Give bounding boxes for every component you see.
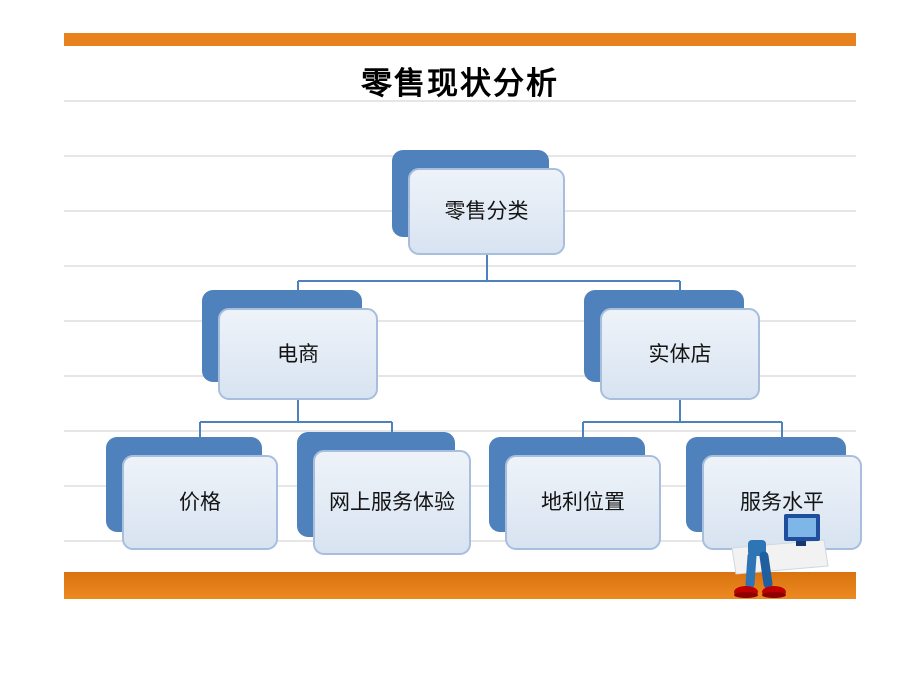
node-online-service-experience: 网上服务体验: [297, 432, 471, 555]
gridline: [64, 375, 856, 377]
bottom-accent-bar: [64, 572, 856, 599]
node-price: 价格: [106, 437, 278, 550]
node-location: 地利位置: [489, 437, 661, 550]
node-label: 地利位置: [505, 455, 661, 550]
node-label: 零售分类: [408, 168, 565, 255]
slide-title: 零售现状分析: [361, 66, 559, 102]
node-label: 价格: [122, 455, 278, 550]
gridline: [64, 430, 856, 432]
top-accent-bar: [64, 33, 856, 46]
node-ecommerce: 电商: [202, 290, 378, 400]
node-label: 电商: [218, 308, 378, 400]
node-label: 网上服务体验: [313, 450, 471, 555]
node-label: 服务水平: [702, 455, 862, 550]
node-service-level: 服务水平: [686, 437, 862, 550]
gridline: [64, 265, 856, 267]
node-retail-classification: 零售分类: [392, 150, 565, 255]
gridline: [64, 320, 856, 322]
node-label: 实体店: [600, 308, 760, 400]
node-physical-store: 实体店: [584, 290, 760, 400]
gridline: [64, 100, 856, 102]
